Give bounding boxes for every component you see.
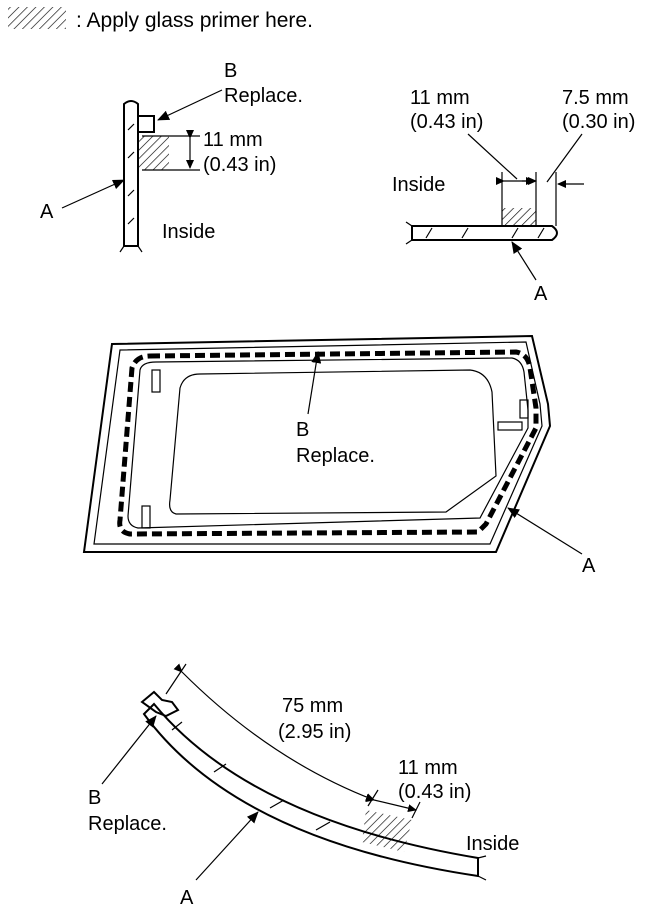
clip-mark xyxy=(519,399,529,419)
detail-top-right: 11 mm (0.43 in) 7.5 mm (0.30 in) Inside … xyxy=(392,87,635,305)
clip-mark xyxy=(497,421,523,431)
glass-outline-inner xyxy=(93,341,543,545)
dim-label-in: (0.43 in) xyxy=(203,154,276,176)
label-b-note: Replace. xyxy=(224,85,303,107)
clip-mark xyxy=(151,369,161,393)
glass-section xyxy=(123,100,139,247)
dim-label-mm: 11 mm xyxy=(203,129,263,151)
side-label: Inside xyxy=(466,833,519,855)
primer-area xyxy=(362,810,412,852)
glass-section xyxy=(411,225,558,241)
primer-area xyxy=(139,136,169,170)
legend-text: : Apply glass primer here. xyxy=(76,9,313,32)
detail-bottom: 75 mm (2.95 in) 11 mm (0.43 in) Inside B… xyxy=(88,663,519,909)
label-b: B xyxy=(296,419,309,441)
label-b-note: Replace. xyxy=(88,813,167,835)
dim2-label-mm: 7.5 mm xyxy=(562,87,629,109)
label-a: A xyxy=(180,887,194,909)
glass-panel-view: B Replace. A xyxy=(82,334,596,577)
label-a: A xyxy=(534,283,548,305)
clip-mark xyxy=(141,505,151,529)
label-b: B xyxy=(224,60,237,82)
dim2-label-in: (0.30 in) xyxy=(562,111,635,133)
label-a: A xyxy=(40,201,54,223)
dim1-label-mm: 11 mm xyxy=(410,87,470,109)
legend: : Apply glass primer here. xyxy=(8,7,313,32)
glass-outline-outer xyxy=(82,334,552,553)
primer-area xyxy=(502,208,536,226)
label-b: B xyxy=(88,787,101,809)
label-a: A xyxy=(582,555,596,577)
dim-long-label-in: (2.95 in) xyxy=(278,721,351,743)
molding-b xyxy=(138,115,155,133)
dim1-label-in: (0.43 in) xyxy=(410,111,483,133)
dim-long-label-mm: 75 mm xyxy=(282,695,343,717)
daylight-opening xyxy=(169,369,497,515)
primer-hatch-swatch xyxy=(8,7,66,29)
dim-short-label-mm: 11 mm xyxy=(398,757,458,779)
side-label: Inside xyxy=(392,174,445,196)
label-b-note: Replace. xyxy=(296,445,375,467)
detail-top-left: 11 mm (0.43 in) B Replace. A Inside xyxy=(40,60,303,253)
dim-short-label-in: (0.43 in) xyxy=(398,781,471,803)
molding-b-dashed xyxy=(117,349,539,537)
side-label: Inside xyxy=(162,221,215,243)
